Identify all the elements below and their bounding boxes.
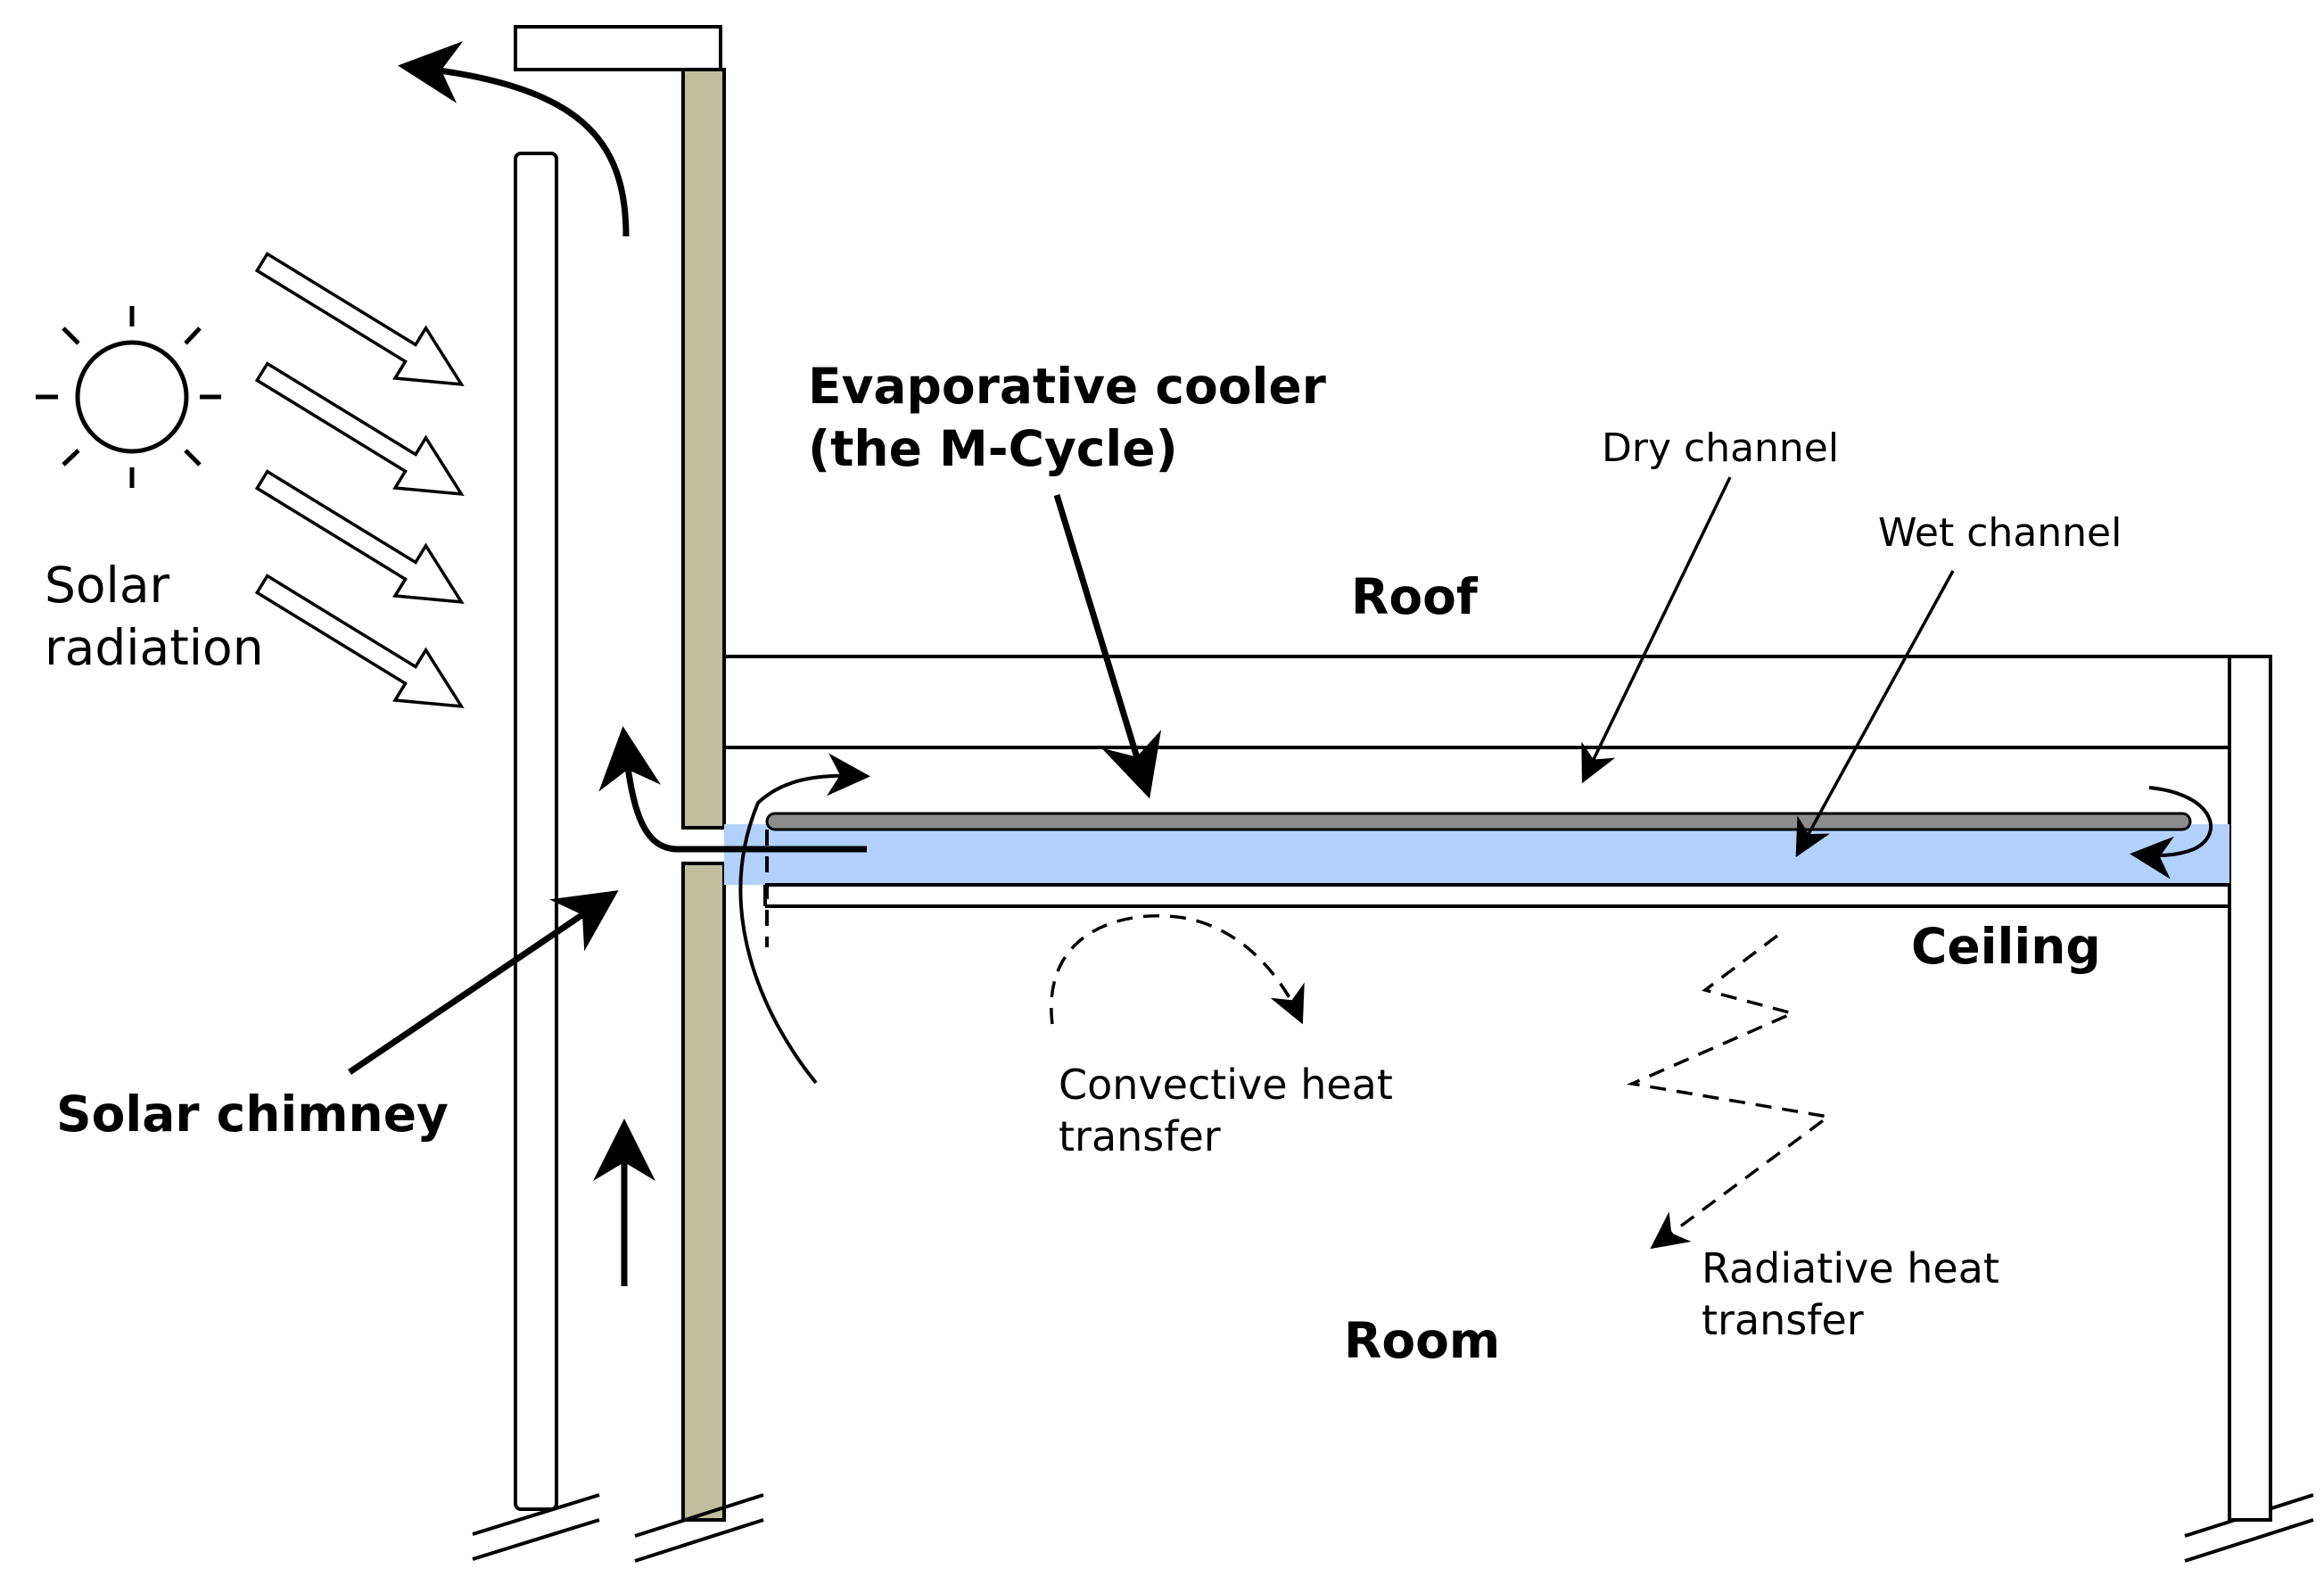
radiative-heat-label-line1: Radiative heat (1702, 1244, 1999, 1292)
room-label: Room (1344, 1312, 1500, 1369)
dry-channel-pointer (1581, 476, 1732, 784)
sun-icon (36, 306, 221, 488)
radiative-heat-label-line2: transfer (1702, 1296, 1864, 1344)
dry-channel-label: Dry channel (1602, 425, 1839, 471)
airflow-turnaround-arrow (2130, 786, 2213, 879)
ground-hatch-glazing (472, 1493, 600, 1561)
airflow-room-intake-arrow (738, 753, 870, 1085)
wet-channel-label: Wet channel (1878, 510, 2122, 556)
convective-heat-arrow (1050, 914, 1305, 1025)
m-cycle-plate (765, 812, 2192, 831)
chimney-glazing (514, 152, 558, 1511)
right-wall (2228, 655, 2272, 1522)
ceiling-label: Ceiling (1911, 918, 2101, 975)
airflow-outlet-arrow (598, 726, 867, 853)
chimney-cap (514, 25, 722, 71)
radiative-heat-arrow (1626, 934, 1833, 1250)
building-wall-upper (681, 68, 726, 830)
solar-ray-arrow (254, 574, 465, 708)
building-wall-lower (681, 862, 726, 1522)
m-cycle-label: (the M-Cycle) (808, 420, 1178, 477)
solar-chimney-pointer (348, 890, 619, 1075)
solar-radiation-label-line2: radiation (45, 619, 264, 676)
solar-radiation-label-line1: Solar (45, 557, 170, 614)
ground-hatch-wall (634, 1493, 764, 1563)
wet-channel-water (724, 824, 2229, 885)
roof-slab (724, 655, 2270, 749)
roof-label: Roof (1351, 568, 1479, 625)
evap-cooler-pointer (1053, 493, 1162, 799)
convective-heat-label-line2: transfer (1059, 1112, 1221, 1160)
wet-channel-pointer (1795, 570, 1955, 858)
solar-ray-arrow (254, 252, 465, 386)
evaporative-cooler-label: Evaporative cooler (808, 358, 1326, 415)
airflow-exhaust-arrow (398, 41, 630, 237)
solar-chimney-label: Solar chimney (56, 1086, 449, 1143)
solar-ray-arrow (254, 361, 465, 496)
solar-ray-arrow (254, 469, 465, 604)
convective-heat-label-line1: Convective heat (1059, 1061, 1393, 1109)
ceiling-slab (763, 883, 2229, 908)
